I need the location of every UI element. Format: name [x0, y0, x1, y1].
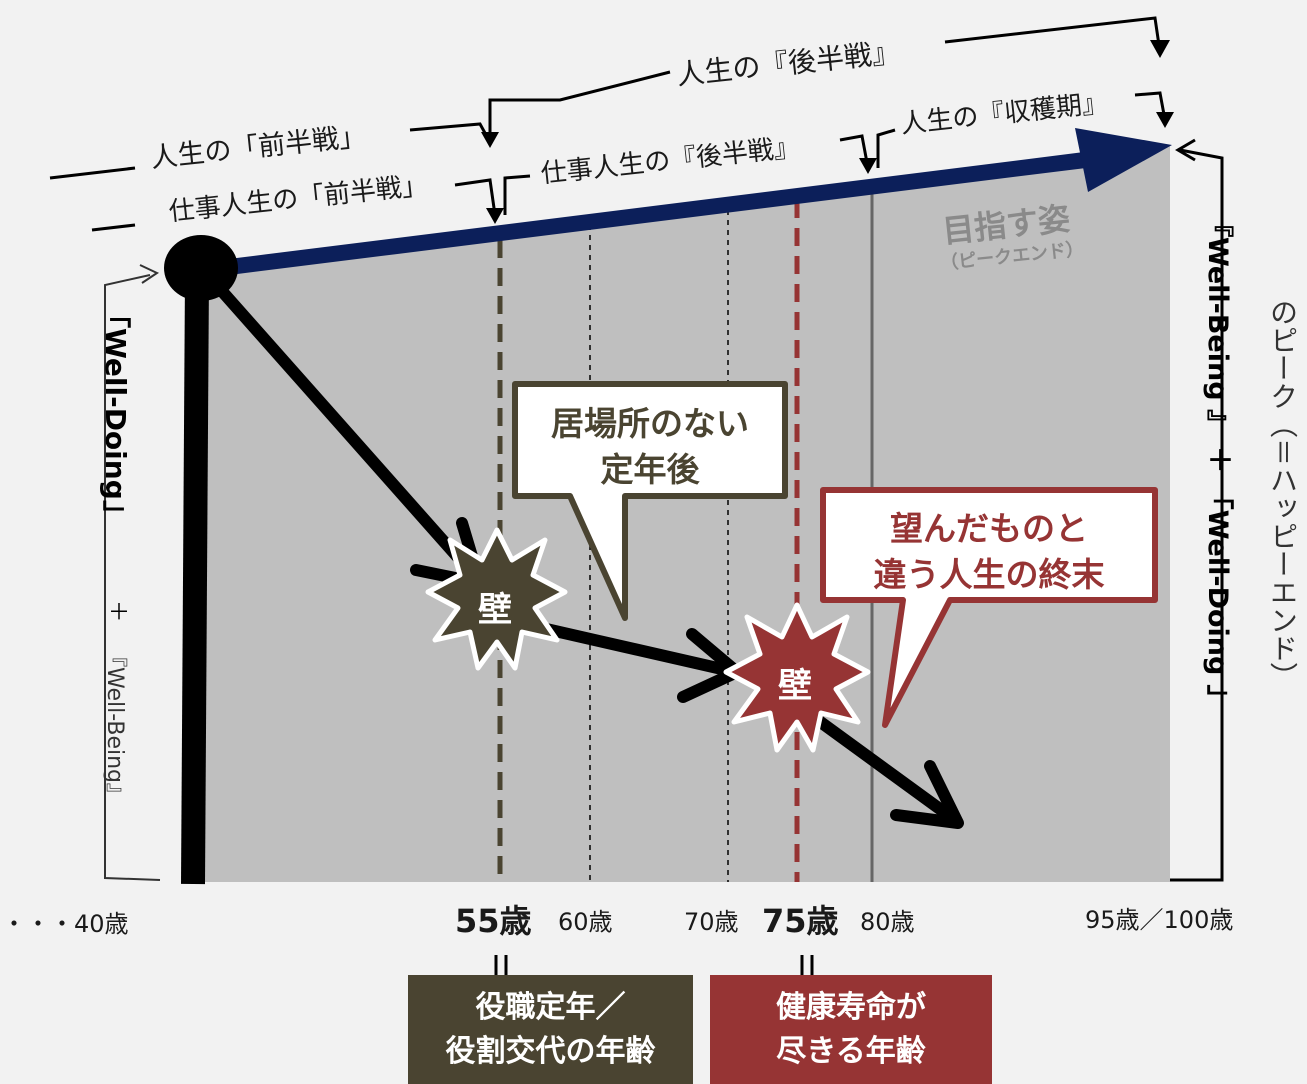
left-axis-well-being: 『Well-Being』 — [102, 645, 127, 806]
bracket-life-first-half-right — [409, 122, 492, 143]
age-95-100: 95歳／100歳 — [1085, 906, 1234, 934]
bracket-arrowhead-3 — [486, 208, 504, 224]
callout-end-line2: 違う人生の終末 — [873, 555, 1105, 594]
bracket-arrowhead-1 — [481, 132, 499, 148]
bracket-arrowhead-2 — [1150, 40, 1170, 58]
decline-arrow-3-head — [890, 760, 964, 829]
age-40: ・・・40歳 — [2, 910, 129, 938]
bracket-work-second-half-left — [503, 174, 531, 215]
bracket-work-first-half-left — [91, 223, 136, 232]
role-retirement-line2: 役割交代の年齢 — [445, 1033, 656, 1069]
left-bracket-arrow — [139, 264, 160, 284]
ideal-arrow-line — [204, 152, 1086, 278]
age-75: 75歳 — [762, 902, 839, 940]
wall-label-1: 壁 — [478, 590, 512, 630]
callout-retirement-line2: 定年後 — [600, 450, 700, 489]
bracket-arrowhead-5 — [1156, 112, 1174, 128]
role-retirement-box: 役職定年／ 役割交代の年齢 — [408, 975, 693, 1084]
right-bracket — [1170, 148, 1224, 882]
bracket-harvest-left — [876, 128, 896, 168]
well-doing-axis-bar — [181, 274, 209, 885]
bracket-work-first-half-right — [454, 178, 497, 216]
decline-arrow-1 — [199, 266, 484, 586]
bracket-life-second-half-left — [488, 70, 671, 142]
callout-retirement-shape — [512, 381, 788, 621]
healthy-life-line1: 健康寿命が — [776, 989, 926, 1025]
wall-burst-1 — [425, 527, 568, 671]
role-retirement-line1: 役職定年／ — [475, 989, 626, 1025]
bracket-life-second-half-right — [944, 16, 1162, 53]
right-axis-main: 『Well-Being 』 ＋ 「Well-Doing 」 — [1202, 210, 1233, 712]
age-55: 55歳 — [455, 902, 532, 940]
left-bracket — [104, 274, 161, 881]
right-bracket-arrow — [1175, 138, 1196, 162]
age-60: 60歳 — [558, 908, 613, 936]
decline-arrow-2 — [514, 617, 741, 678]
plot-area — [200, 145, 1170, 882]
left-axis-well-doing: 「Well-Doing」 — [99, 300, 132, 528]
left-axis-plus: ＋ — [104, 600, 129, 622]
wall-label-2: 壁 — [778, 666, 812, 706]
age-80: 80歳 — [860, 908, 915, 936]
bracket-harvest-right — [1134, 91, 1167, 121]
right-axis-note: のピーク（＝ハッピーエンド） — [1266, 298, 1299, 691]
healthy-life-line2: 尽きる年齢 — [776, 1033, 926, 1069]
healthy-life-box: 健康寿命が 尽きる年齢 — [710, 975, 992, 1084]
bracket-work-second-half-right — [839, 134, 870, 169]
ideal-arrow-head — [1075, 128, 1172, 192]
bracket-life-first-half-left — [49, 166, 136, 180]
decline-arrow-3 — [809, 712, 961, 826]
callout-end-line1: 望んだものと — [890, 509, 1088, 548]
wall-burst-2 — [723, 602, 871, 753]
start-dot — [164, 235, 238, 301]
age-70: 70歳 — [684, 908, 739, 936]
callout-end-shape — [820, 487, 1158, 728]
callout-retirement-line1: 居場所のない — [551, 404, 749, 443]
bracket-arrowhead-4 — [859, 158, 877, 174]
